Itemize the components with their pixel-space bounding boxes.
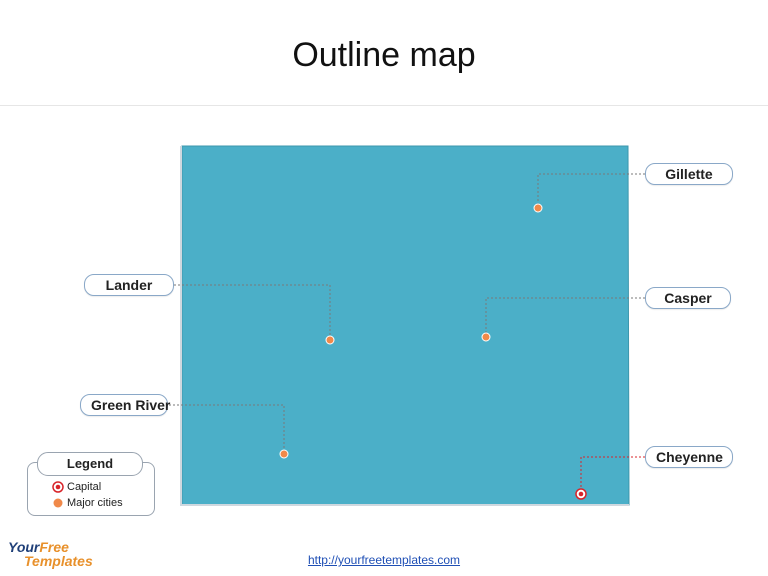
city-marker-gillette: [533, 203, 543, 213]
legend-item-capital: Capital: [52, 479, 101, 495]
logo-text-your: Your: [8, 539, 40, 555]
city-label-green-river: Green River: [80, 394, 170, 416]
city-marker-casper: [481, 332, 491, 342]
leader-line-cheyenne: [580, 456, 645, 492]
capital-marker-cheyenne: [575, 488, 587, 500]
footer-link[interactable]: http://yourfreetemplates.com: [307, 553, 461, 567]
leader-line-gillette: [537, 173, 645, 207]
logo-text-free: Free: [39, 539, 69, 555]
legend-title: Legend: [37, 452, 143, 476]
leader-line-casper: [485, 297, 645, 336]
title-divider: [0, 105, 768, 106]
legend-capital-label: Capital: [67, 481, 102, 494]
brand-logo: YourFree Templates: [8, 540, 93, 568]
legend-major-cities-label: Major cities: [67, 497, 123, 510]
city-label-gillette: Gillette: [645, 163, 733, 185]
legend-item-major-cities: Major cities: [52, 495, 123, 511]
city-marker-green-river: [279, 449, 289, 459]
page-title: Outline map: [292, 36, 476, 74]
city-dot-icon: [53, 498, 63, 508]
leader-line-lander: [174, 284, 331, 339]
capital-icon: [52, 481, 64, 493]
state-outline: [181, 145, 630, 506]
city-label-casper: Casper: [645, 287, 731, 309]
city-label-lander: Lander: [84, 274, 174, 296]
state-edge-shadow: [180, 146, 629, 506]
logo-text-templates: Templates: [24, 553, 93, 569]
city-marker-lander: [325, 335, 335, 345]
city-label-cheyenne: Cheyenne: [645, 446, 733, 468]
